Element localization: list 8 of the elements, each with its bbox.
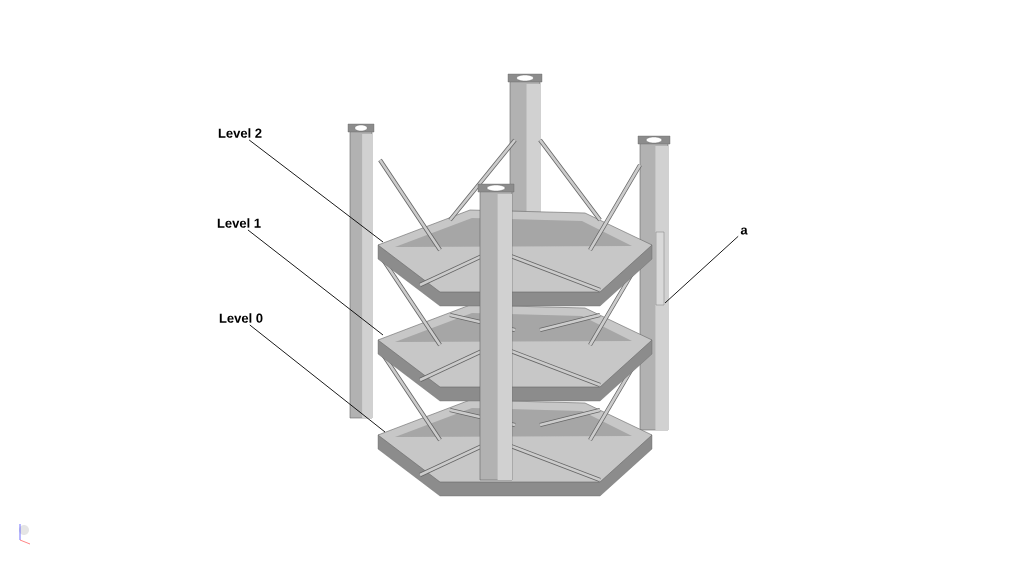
leader-line <box>664 235 739 304</box>
level-label: Level 2 <box>218 128 262 138</box>
leader-line <box>247 229 384 336</box>
level-label: a <box>740 227 748 235</box>
leader-line <box>249 324 386 433</box>
level-label: Level 0 <box>219 313 263 323</box>
leader-line <box>248 139 384 243</box>
level-label: Level 1 <box>217 218 261 228</box>
